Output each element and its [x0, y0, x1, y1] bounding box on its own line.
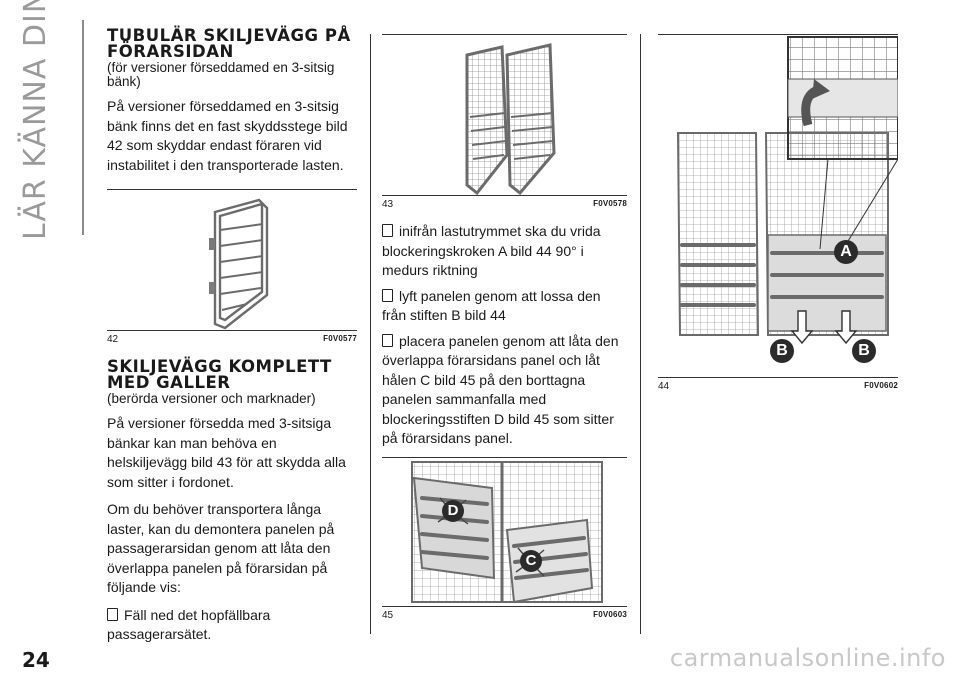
instruction-text: lyft panelen genom att lossa den från st…	[382, 287, 601, 324]
label-c-text: C	[525, 552, 537, 569]
section1-subheading: (för versioner förseddamed en 3-sitsig b…	[107, 60, 335, 89]
label-c-badge: C	[520, 549, 542, 572]
figure-44: A B B 44 F0V0602	[658, 34, 898, 392]
instruction-text: inifrån lastutrymmet ska du vrida blocke…	[382, 223, 601, 278]
figure-44-code: F0V0602	[864, 381, 898, 390]
section2-subheading: (berörda versioner och marknader)	[107, 391, 316, 406]
instruction-item: lyft panelen genom att lossa den från st…	[382, 287, 627, 326]
section2-heading: SKILJEVÄGG KOMPLETT MED GALLER	[107, 357, 332, 392]
figure-42-image	[107, 190, 357, 330]
section2-bullet: Fäll ned det hopfällbara passagerarsätet…	[107, 606, 357, 645]
checkbox-bullet-icon	[382, 333, 393, 347]
section2-bullet-text: Fäll ned det hopfällbara passagerarsätet…	[107, 606, 271, 643]
figure-43-image	[382, 35, 627, 195]
column-3: A B B 44 F0V0602	[658, 28, 898, 392]
label-b-text: B	[858, 342, 870, 359]
chapter-title: LÄR KÄNNA DIN BIL	[18, 0, 53, 240]
figure-43-number: 43	[382, 199, 394, 210]
instruction-item: inifrån lastutrymmet ska du vrida blocke…	[382, 222, 627, 281]
label-d-text: D	[447, 502, 459, 519]
label-b-badge-right: B	[852, 339, 876, 363]
label-b-text: B	[776, 342, 788, 359]
label-a-badge: A	[834, 240, 858, 264]
label-a-text: A	[840, 243, 852, 260]
figure-42-number: 42	[107, 334, 119, 345]
column-2: 43 F0V0578 inifrån lastutrymmet ska du v…	[382, 28, 627, 621]
figure-45: D C 45 F0V0603	[382, 456, 627, 621]
figure-45-number: 45	[382, 609, 394, 621]
checkbox-bullet-icon	[382, 224, 393, 237]
section2-paragraph-1: På versioner försedda med 3-sitsiga bänk…	[107, 415, 346, 490]
page-number: 24	[22, 648, 50, 672]
figure-44-number: 44	[658, 381, 670, 392]
figure-42: 42 F0V0577	[107, 189, 357, 345]
figure-45-code: F0V0603	[593, 609, 627, 619]
figure-44-image: A B B	[658, 35, 898, 377]
chapter-rule	[82, 20, 84, 235]
watermark: carmanualsonline.info	[669, 644, 946, 672]
section2-paragraph-2: Om du behöver transportera långa laster,…	[107, 501, 335, 595]
figure-43-code: F0V0578	[593, 199, 627, 208]
column-1: TUBULÄR SKILJEVÄGG PÅ FÖRARSIDAN (för ve…	[107, 26, 357, 651]
figure-42-code: F0V0577	[323, 334, 357, 343]
label-b-badge-left: B	[770, 339, 794, 363]
instruction-item: placera panelen genom att låta den överl…	[382, 332, 627, 449]
section1-paragraph: På versioner förseddamed en 3-sitsig bän…	[107, 98, 348, 173]
checkbox-bullet-icon	[107, 607, 118, 621]
section1-heading: TUBULÄR SKILJEVÄGG PÅ FÖRARSIDAN	[107, 26, 351, 61]
instruction-text: placera panelen genom att låta den överl…	[382, 332, 619, 447]
column-divider	[370, 34, 371, 634]
figure-45-image: D C	[382, 457, 627, 606]
label-d-badge: D	[442, 499, 464, 522]
column-divider	[640, 34, 641, 634]
checkbox-bullet-icon	[382, 288, 393, 302]
figure-43: 43 F0V0578	[382, 34, 627, 210]
